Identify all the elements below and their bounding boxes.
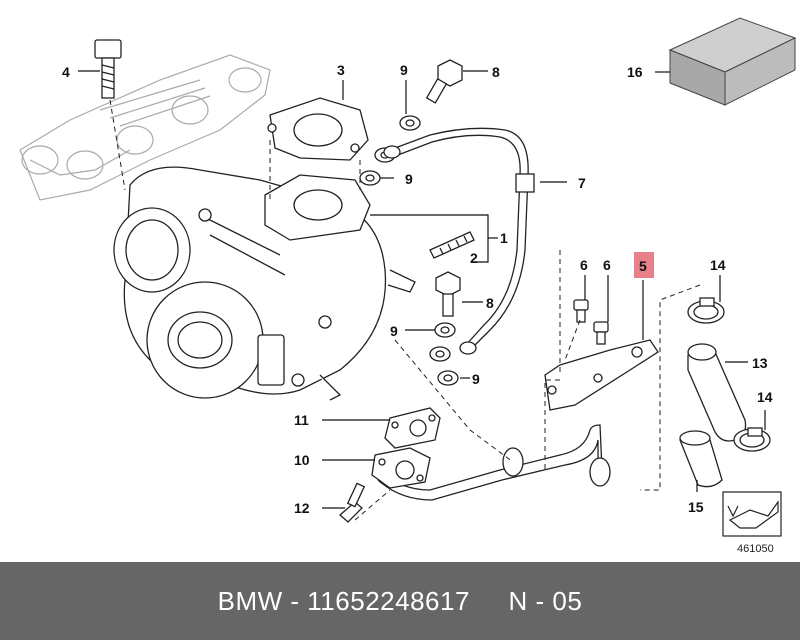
banjo-bolt-8-lower [435, 271, 461, 317]
callout-10: 10 [294, 452, 310, 468]
diagram-reference-number: 461050 [737, 543, 774, 555]
callout-5: 5 [639, 258, 647, 274]
exploded-parts-diagram: 4 3 9 8 16 9 7 1 2 6 6 5 14 8 9 13 9 14 … [19, 17, 797, 555]
hose-clamps-14 [687, 297, 771, 452]
callout-3: 3 [337, 62, 345, 78]
callout-9-top: 9 [400, 62, 408, 78]
callout-12: 12 [294, 500, 310, 516]
separator: - [282, 585, 308, 616]
callout-labels: 4 3 9 8 16 9 7 1 2 6 6 5 14 8 9 13 9 14 … [62, 62, 773, 516]
screws-6 [573, 299, 609, 345]
turbocharger [113, 166, 416, 401]
callout-6-left: 6 [580, 257, 588, 273]
bolt-12 [339, 482, 366, 523]
callout-2: 2 [470, 250, 478, 266]
part-info-text: BMW - 11652248617 N - 05 [218, 586, 583, 617]
callout-7: 7 [578, 175, 586, 191]
sealing-washers [359, 115, 459, 386]
callout-9-mid: 9 [405, 171, 413, 187]
diagram-position: N - 05 [508, 585, 583, 616]
oil-feed-line-7 [383, 127, 535, 355]
banjo-bolt-8-top [425, 59, 463, 104]
hose-15 [679, 430, 723, 488]
callout-14-bottom: 14 [757, 389, 773, 405]
callout-13: 13 [752, 355, 768, 371]
part-info-footer: BMW - 11652248617 N - 05 [0, 562, 800, 640]
callout-6-right: 6 [603, 257, 611, 273]
gasket-3 [267, 97, 369, 161]
callout-4: 4 [62, 64, 70, 80]
highlighted-part-marker [634, 252, 654, 278]
leader-lines [78, 70, 766, 509]
assembly-guides [109, 99, 701, 521]
part-number: 11652248617 [307, 585, 470, 616]
spacer [470, 586, 509, 616]
oil-return-line-5 [377, 339, 659, 501]
repair-kit-box-16 [668, 17, 797, 106]
callout-14-top: 14 [710, 257, 726, 273]
callout-9-lower-a: 9 [390, 323, 398, 339]
gasket-10 [371, 447, 431, 489]
callout-1: 1 [500, 230, 508, 246]
diagram-reference-icon [722, 491, 782, 537]
callout-11: 11 [294, 412, 309, 428]
stud-2 [429, 231, 475, 259]
callout-8-lower: 8 [486, 295, 494, 311]
brand-name: BMW [217, 585, 283, 616]
callout-8-top: 8 [492, 64, 500, 80]
callout-9-lower-b: 9 [472, 371, 480, 387]
exhaust-manifold-outline [19, 54, 271, 201]
callout-15: 15 [688, 499, 704, 515]
callout-16: 16 [627, 64, 643, 80]
bolt-4 [94, 39, 122, 99]
hose-13 [687, 343, 747, 442]
gasket-11 [384, 407, 441, 449]
